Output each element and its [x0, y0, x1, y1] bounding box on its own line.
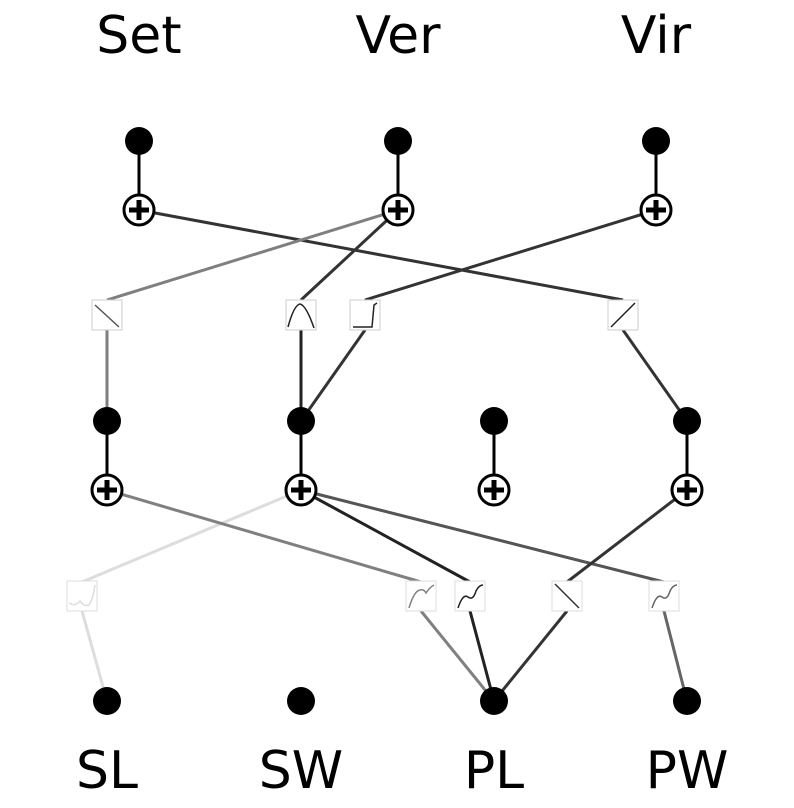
output-label-set: Set [96, 6, 181, 66]
sum-icon [381, 193, 415, 227]
edge [299, 208, 400, 302]
edge [138, 208, 624, 302]
edge [80, 610, 109, 702]
input-label-sw: SW [259, 741, 343, 801]
hidden-node [673, 407, 701, 435]
edge [468, 610, 496, 702]
edge [662, 610, 689, 702]
output-node-ver [384, 127, 412, 155]
sum-icon [477, 473, 511, 507]
output-labels: Set Ver Vir [96, 6, 691, 66]
activation-boxes-layer1 [66, 580, 680, 612]
activation-box [91, 299, 123, 331]
edge [299, 329, 367, 422]
activation-box [349, 299, 381, 331]
input-node-pl [480, 687, 508, 715]
input-node-pw [673, 687, 701, 715]
activation-box [551, 580, 583, 612]
hidden-node [93, 407, 121, 435]
activation-box [405, 580, 437, 612]
edge [106, 208, 399, 302]
edges-lower [81, 488, 688, 584]
input-label-pl: PL [464, 741, 524, 801]
edges-bottom [80, 610, 689, 702]
edge [566, 488, 688, 584]
hidden-nodes [93, 407, 701, 435]
input-node-sw [287, 687, 315, 715]
edge [492, 610, 569, 702]
stems [105, 141, 689, 490]
output-node-set [125, 127, 153, 155]
sum-icon [670, 473, 704, 507]
sum-icon [90, 473, 124, 507]
edge [106, 488, 422, 584]
edge [621, 329, 689, 422]
edge [419, 610, 496, 702]
input-labels: SL SW PL PW [76, 741, 728, 801]
edges-mid [105, 329, 689, 422]
output-label-ver: Ver [356, 6, 442, 66]
output-node-vir [642, 127, 670, 155]
input-label-pw: PW [646, 741, 729, 801]
sum-nodes-hidden [90, 473, 704, 507]
output-label-vir: Vir [621, 6, 692, 66]
edges-top [106, 208, 657, 302]
activation-box [66, 580, 98, 612]
activation-box [607, 299, 639, 331]
activation-box [285, 299, 317, 331]
edge [364, 208, 657, 302]
activation-box [454, 580, 486, 612]
hidden-node [287, 407, 315, 435]
sum-icon [284, 473, 318, 507]
edge [300, 488, 665, 584]
activation-boxes-layer2 [91, 299, 639, 331]
edge [81, 488, 302, 584]
sum-nodes-top [122, 193, 673, 227]
activation-box [648, 580, 680, 612]
input-node-sl [93, 687, 121, 715]
sum-icon [122, 193, 156, 227]
sum-icon [639, 193, 673, 227]
output-nodes [125, 127, 670, 155]
edge [300, 488, 471, 584]
input-label-sl: SL [76, 741, 138, 801]
hidden-node [480, 407, 508, 435]
input-nodes [93, 687, 701, 715]
